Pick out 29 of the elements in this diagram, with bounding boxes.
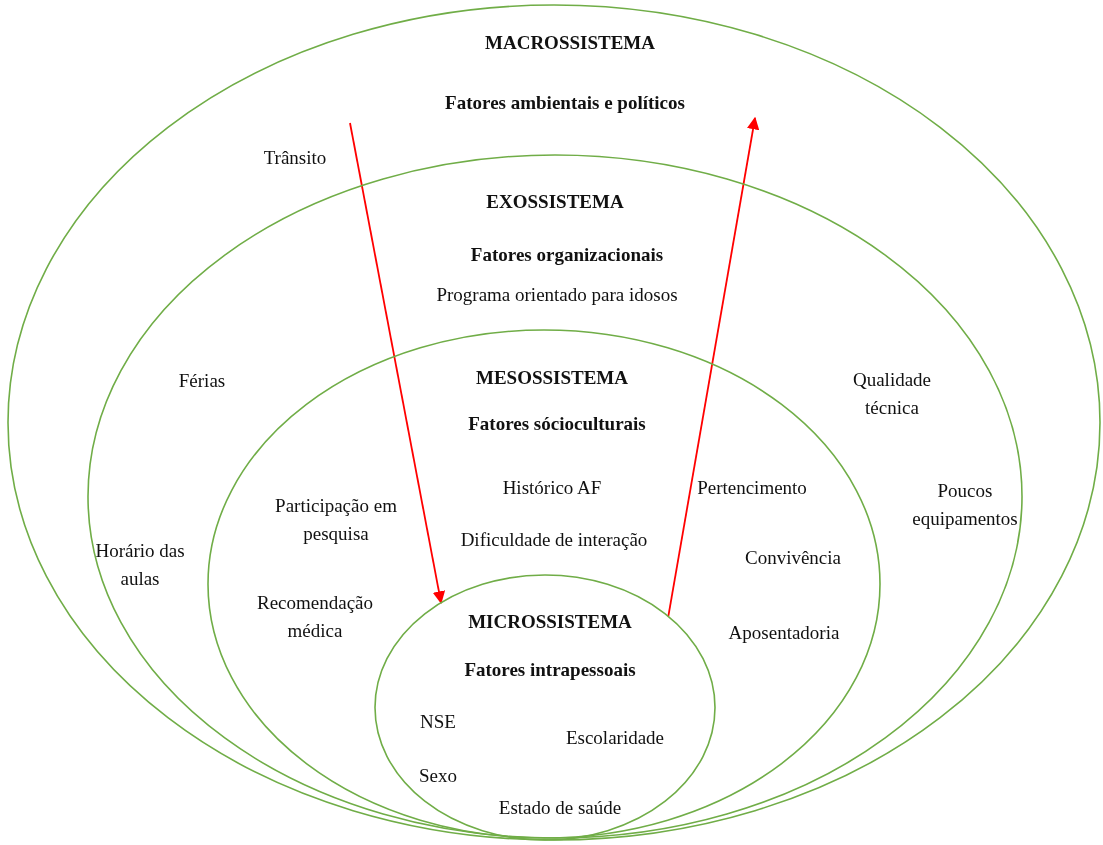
- factor-label: Escolaridade: [565, 726, 665, 751]
- system-title: MESOSSISTEMA: [476, 366, 628, 391]
- factor-group-heading: Fatores organizacionais: [470, 243, 664, 268]
- factor-label: Histórico AF: [502, 476, 602, 501]
- factor-group-heading: Fatores sócioculturais: [468, 412, 646, 437]
- factor-label: Recomendação médica: [255, 591, 375, 643]
- factor-label: Programa orientado para idosos: [436, 283, 678, 308]
- factor-label: Aposentadoria: [728, 621, 840, 646]
- system-ellipse: [8, 5, 1100, 840]
- factor-label: NSE: [420, 710, 456, 735]
- system-title: MACROSSISTEMA: [485, 31, 655, 56]
- system-title: EXOSSISTEMA: [486, 190, 624, 215]
- system-title: MICROSSISTEMA: [468, 610, 632, 635]
- factor-label: Trânsito: [263, 146, 327, 171]
- factor-label: Pertencimento: [697, 476, 807, 501]
- factor-label: Qualidade técnica: [851, 368, 933, 420]
- factor-label: Estado de saúde: [498, 796, 622, 821]
- factor-label: Sexo: [419, 764, 457, 789]
- factor-group-heading: Fatores intrapessoais: [464, 658, 636, 683]
- arrow: [667, 116, 760, 618]
- factor-group-heading: Fatores ambientais e políticos: [445, 91, 685, 116]
- system-ellipse: [375, 575, 715, 840]
- factor-label: Dificuldade de interação: [460, 528, 648, 553]
- arrow: [349, 122, 446, 604]
- factor-label: Participação em pesquisa: [274, 494, 398, 546]
- factor-label: Férias: [178, 369, 226, 394]
- factor-label: Poucos equipamentos: [911, 479, 1019, 531]
- factor-label: Convivência: [745, 546, 841, 571]
- factor-label: Horário das aulas: [94, 539, 186, 591]
